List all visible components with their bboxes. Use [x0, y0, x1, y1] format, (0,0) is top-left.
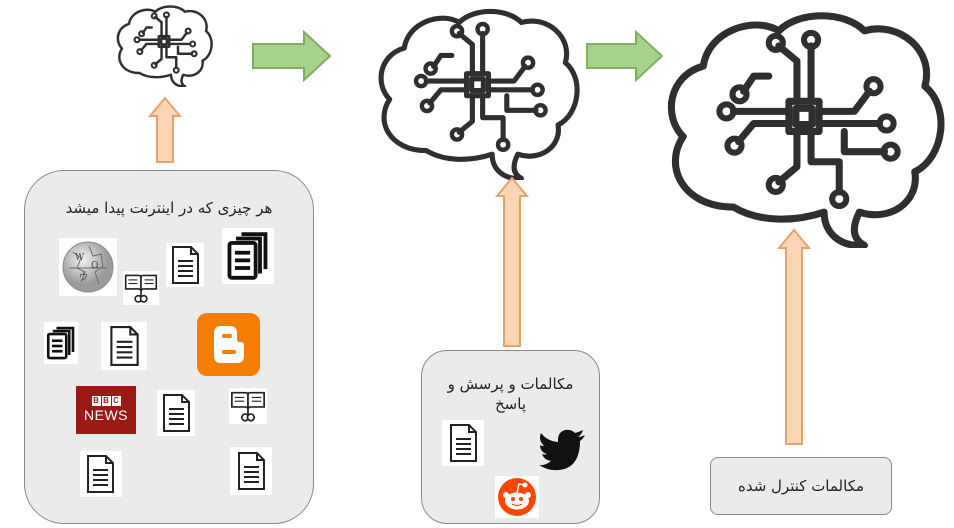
document-icon — [80, 451, 122, 497]
large-brain-icon — [663, 5, 945, 248]
svg-text:Ω: Ω — [91, 261, 98, 271]
bbc-news-text: NEWS — [84, 407, 128, 423]
documents-stack-icon — [222, 228, 274, 284]
book-icon — [229, 388, 267, 424]
documents-stack-icon-small — [44, 322, 78, 364]
blogger-logo — [197, 313, 260, 376]
medium-brain-icon — [375, 4, 580, 180]
book-icon — [123, 271, 159, 305]
twitter-bird-icon — [538, 428, 588, 472]
controlled-conversations-box: مکالمات کنترل شده — [710, 457, 892, 515]
right-arrow-2 — [586, 30, 664, 82]
conversations-title: مکالمات و پرسش و پاسخ — [447, 375, 574, 413]
wikipedia-globe-icon: WΩウ — [59, 238, 117, 296]
bbc-letter-2: B — [101, 396, 111, 406]
svg-text:W: W — [75, 253, 85, 263]
right-arrow-1 — [252, 30, 332, 82]
up-arrow-left — [148, 96, 182, 163]
document-icon — [157, 390, 195, 436]
document-icon — [101, 322, 147, 370]
small-brain-icon — [116, 5, 213, 87]
document-icon — [166, 243, 204, 287]
bbc-letter-1: B — [91, 396, 101, 406]
bbc-news-logo: B B C NEWS — [76, 386, 136, 434]
svg-text:ウ: ウ — [79, 272, 88, 283]
controlled-conversations-title: مکالمات کنترل شده — [737, 477, 865, 495]
reddit-logo-icon — [495, 476, 539, 518]
document-icon — [230, 447, 272, 495]
up-arrow-right — [777, 228, 811, 445]
internet-sources-title: هر چیزی که در اینترنت پیدا میشد — [65, 199, 273, 217]
up-arrow-middle — [495, 176, 529, 347]
document-icon — [442, 420, 484, 466]
bbc-letter-3: C — [111, 396, 121, 406]
